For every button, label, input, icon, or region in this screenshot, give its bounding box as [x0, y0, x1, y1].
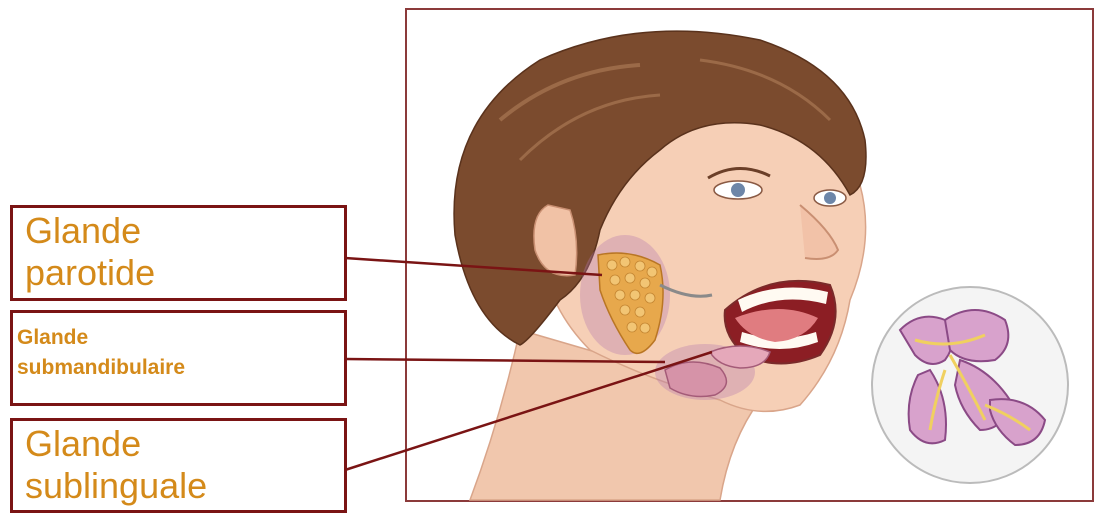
label-sublingual-line2: sublinguale	[25, 465, 344, 507]
label-sublingual: Glande sublinguale	[10, 418, 347, 513]
label-submandibular: Glande submandibulaire	[10, 310, 347, 406]
label-submandibular-line2: submandibulaire	[17, 353, 344, 383]
label-submandibular-line1: Glande	[17, 323, 344, 353]
label-parotid: Glande parotide	[10, 205, 347, 301]
label-sublingual-line1: Glande	[25, 423, 344, 465]
label-parotid-line2: parotide	[25, 252, 344, 294]
label-parotid-line1: Glande	[25, 210, 344, 252]
